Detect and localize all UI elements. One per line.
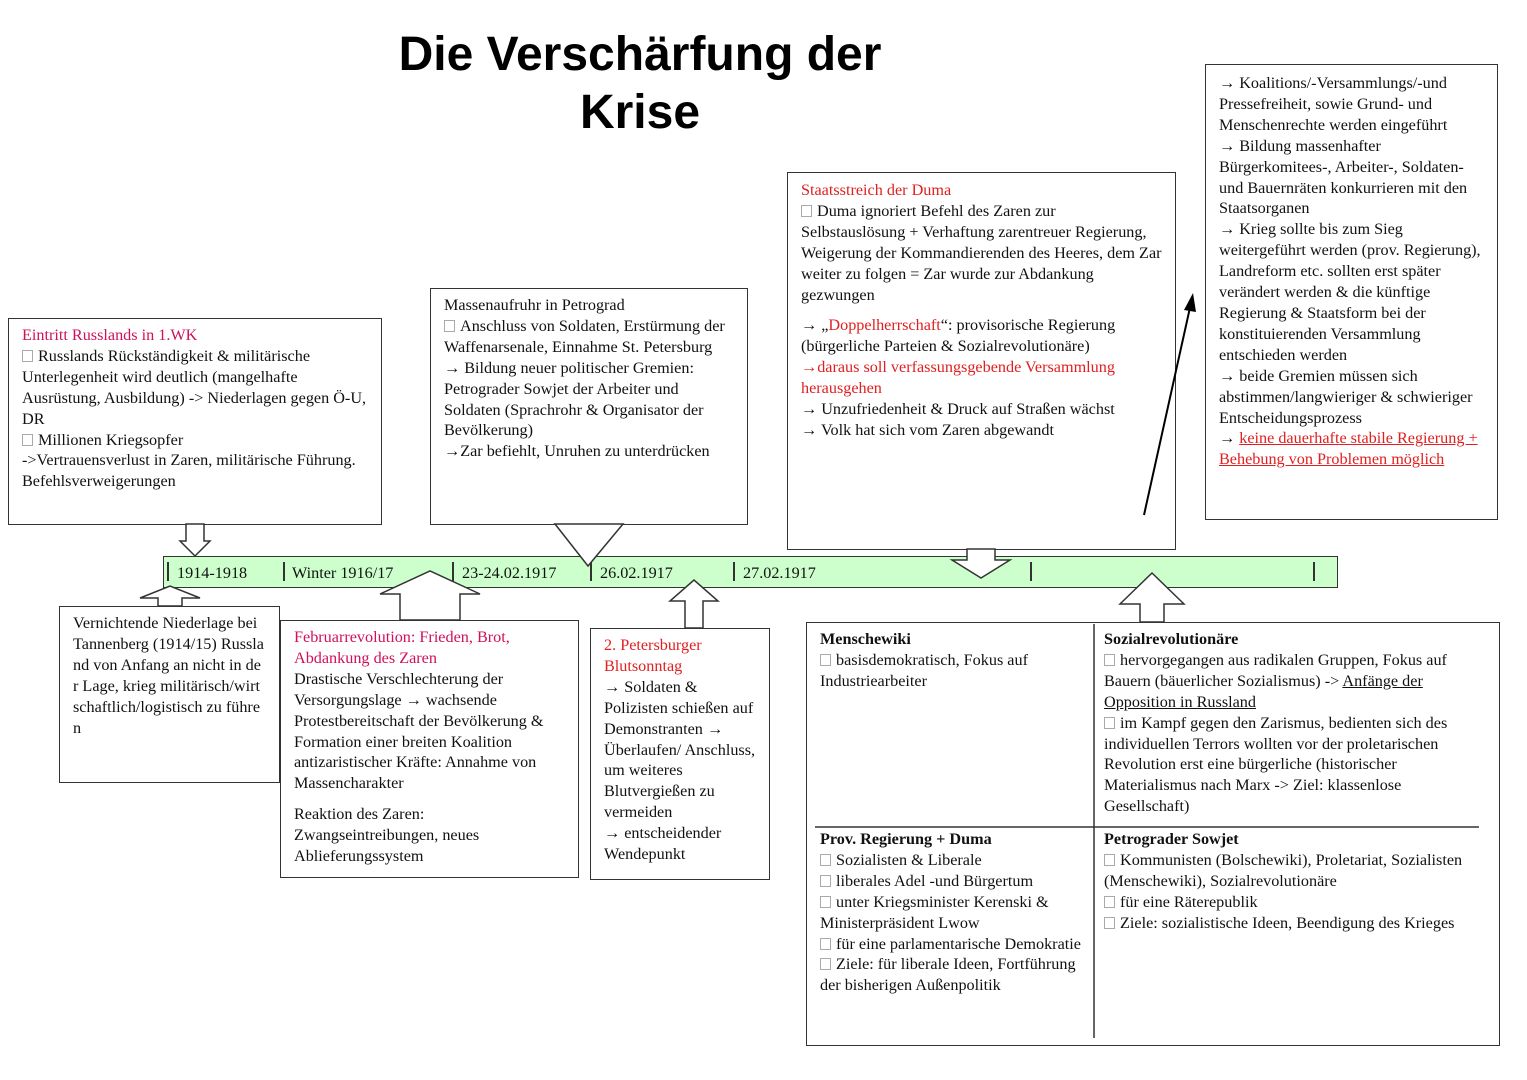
party-heading: Petrograder Sowjet: [1104, 830, 1239, 848]
bullet-symbol: [1104, 916, 1115, 929]
timeline-label-23-24-02: 23-24.02.1917: [462, 564, 557, 582]
bullet-symbol: [1104, 895, 1115, 908]
text-fragment: → „: [801, 316, 829, 335]
text-line: Ziele: sozialistische Ideen, Beendigung …: [1120, 913, 1455, 932]
timeline-tick: [1313, 562, 1315, 581]
timeline-tick: [733, 562, 735, 581]
text-line: → Volk hat sich vom Zaren abgewandt: [801, 420, 1054, 439]
conclusion-text: keine dauerhafte stabile Regierung + Beh…: [1219, 429, 1478, 469]
party-heading: Prov. Regierung + Duma: [820, 830, 992, 848]
box-heading: Eintritt Russlands in 1.WK: [22, 326, 198, 344]
text-line: Duma ignoriert Befehl des Zaren zur Selb…: [801, 201, 1162, 304]
bullet-symbol: [820, 853, 831, 866]
text-line: →Zar befiehlt, Unruhen zu unterdrücken: [444, 442, 710, 461]
text-line: im Kampf gegen den Zarismus, bedienten s…: [1104, 713, 1448, 816]
party-heading: Sozialrevolutionäre: [1104, 630, 1239, 648]
bullet-symbol: [22, 349, 33, 362]
bullet-symbol: [1104, 716, 1115, 729]
box-heading: Staatsstreich der Duma: [801, 181, 952, 199]
text-line: ->Vertrauensverlust in Zaren, militärisc…: [22, 451, 356, 491]
timeline-label-winter: Winter 1916/17: [292, 564, 394, 582]
timeline-tick: [167, 562, 169, 581]
text-fragment: →: [1219, 429, 1240, 448]
bullet-symbol: [820, 653, 831, 666]
text-line: Sozialisten & Liberale: [836, 850, 982, 869]
text-line: liberales Adel -und Bürgertum: [836, 871, 1034, 890]
box-tannenberg: Vernichtende Niederlage bei Tannenberg (…: [59, 606, 280, 783]
box-heading: Massenaufruhr in Petrograd: [444, 296, 625, 314]
text-line: → entscheidender Wendepunkt: [604, 824, 722, 864]
text-line: → beide Gremien müssen sich abstimmen/la…: [1219, 366, 1473, 427]
text-line: Drastische Verschlechterung der Versorgu…: [294, 669, 544, 793]
text-line: Russlands Rückständigkeit & militärische…: [22, 346, 367, 428]
text-line: Ziele: für liberale Ideen, Fortführung d…: [820, 955, 1076, 995]
text-fragment: hervorgegangen aus radikalen Gruppen, Fo…: [1104, 650, 1447, 690]
box-staatsstreich-duma: Staatsstreich der Duma Duma ignoriert Be…: [787, 172, 1176, 550]
box-heading: 2. Petersburger Blutsonntag: [604, 636, 702, 675]
timeline-tick: [452, 562, 454, 581]
bullet-symbol: [444, 319, 455, 332]
box-eintritt-1wk: Eintritt Russlands in 1.WK Russlands Rüc…: [8, 318, 382, 525]
text-line: → Bildung neuer politischer Gremien: Pet…: [444, 358, 704, 440]
box-massenaufruhr: Massenaufruhr in Petrograd Anschluss von…: [430, 288, 748, 525]
parties-table: Menschewiki basisdemokratisch, Fokus auf…: [806, 622, 1500, 1046]
underlined-text: Anfänge der Opposition in Russland: [1104, 671, 1423, 711]
text-line: → Unzufriedenheit & Druck auf Straßen wä…: [801, 400, 1115, 419]
timeline-label-27-02: 27.02.1917: [743, 564, 816, 582]
bullet-symbol: [820, 958, 831, 971]
text-line: Kommunisten (Bolschewiki), Proletariat, …: [1104, 850, 1463, 890]
bullet-symbol: [1104, 853, 1115, 866]
timeline-label-1914: 1914-1918: [177, 564, 248, 582]
page-title: Die Verschärfung der Krise: [398, 28, 882, 139]
doppelherrschaft-term: Doppelherrschaft: [828, 316, 941, 335]
text-line: unter Kriegsminister Kerenski & Minister…: [820, 892, 1049, 932]
text-line: Reaktion des Zaren: Zwangseintreibungen,…: [294, 805, 480, 866]
text-line: →daraus soll verfassungsgebende Versamml…: [801, 358, 1115, 398]
text-line: → Koalitions/-Versammlungs/-und Pressefr…: [1219, 74, 1448, 134]
text-line: Anschluss von Soldaten, Erstürmung der W…: [444, 316, 725, 356]
box-blutsonntag: 2. Petersburger Blutsonntag → Soldaten &…: [590, 628, 770, 880]
text-line: → Soldaten & Polizisten schießen auf Dem…: [604, 677, 756, 822]
text-line: Millionen Kriegsopfer: [38, 430, 184, 449]
bullet-symbol: [801, 204, 812, 217]
text-line: basisdemokratisch, Fokus auf Industriear…: [820, 650, 1028, 690]
bullet-symbol: [820, 895, 831, 908]
text-line: → Krieg sollte bis zum Sieg weitergeführ…: [1219, 220, 1481, 364]
bullet-symbol: [1104, 653, 1115, 666]
bullet-symbol: [820, 874, 831, 887]
text-line: für eine parlamentarische Demokratie: [836, 934, 1081, 953]
cell-sozialrevolutionaere: Sozialrevolutionäre hervorgegangen aus r…: [1104, 629, 1479, 817]
box-folgen: → Koalitions/-Versammlungs/-und Pressefr…: [1205, 64, 1498, 520]
callout-arrow-up: [139, 585, 201, 607]
timeline-tick: [590, 562, 592, 581]
text-fragment: “: provisorische Regierung (bürgerliche …: [801, 316, 1116, 356]
cell-prov-regierung: Prov. Regierung + Duma Sozialisten & Lib…: [820, 829, 1090, 996]
text-line: für eine Räterepublik: [1120, 892, 1258, 911]
text-line: → Bildung massenhafter Bürgerkomitees-, …: [1219, 136, 1468, 218]
cell-petrograder-sowjet: Petrograder Sowjet Kommunisten (Bolschew…: [1104, 829, 1479, 934]
box-heading: Februarrevolution: Frieden, Brot, Abdank…: [294, 628, 510, 667]
bullet-symbol: [22, 433, 33, 446]
text-line: Vernichtende Niederlage bei Tannenberg (…: [73, 614, 264, 737]
box-februarrevolution: Februarrevolution: Frieden, Brot, Abdank…: [280, 620, 579, 878]
party-heading: Menschewiki: [820, 630, 911, 648]
cell-menschewiki: Menschewiki basisdemokratisch, Fokus auf…: [820, 629, 1090, 692]
timeline-tick: [1030, 562, 1032, 581]
timeline-label-26-02: 26.02.1917: [600, 564, 673, 582]
callout-arrow-down: [178, 523, 212, 558]
pointer-arrow-head: [1184, 293, 1196, 312]
bullet-symbol: [820, 937, 831, 950]
timeline-tick: [283, 562, 285, 581]
